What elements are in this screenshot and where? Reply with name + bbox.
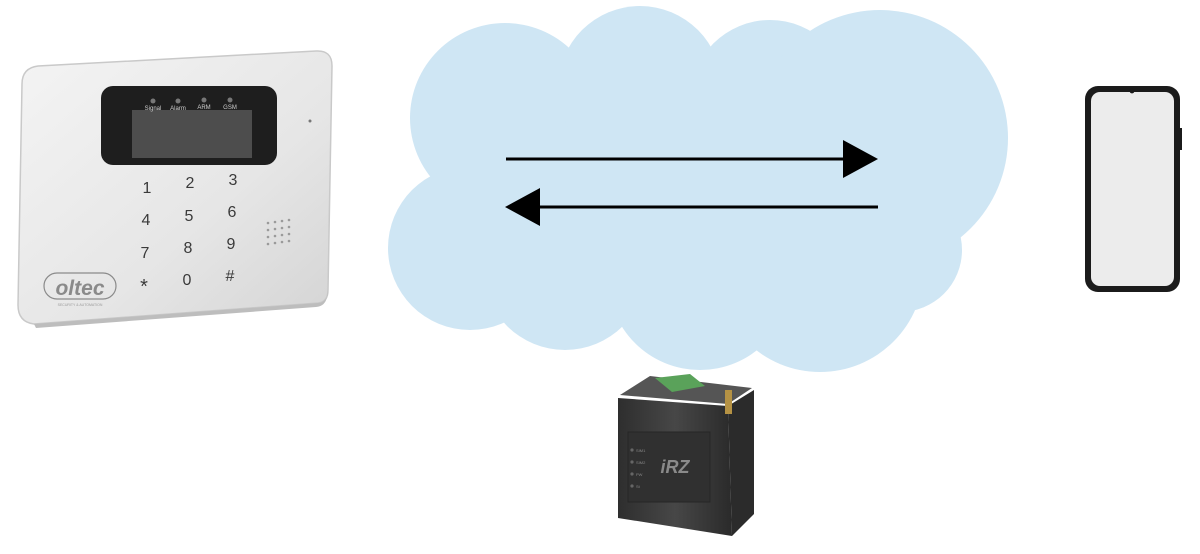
keypad-key: 2 [186, 175, 195, 192]
router-front-panel [627, 431, 711, 503]
arrow-right [506, 140, 878, 178]
router-antenna [725, 390, 732, 414]
alarm-control-panel: Signal Alarm ARM GSM 1 2 3 4 5 6 7 8 9 *… [17, 50, 333, 328]
cloud [388, 6, 1008, 372]
indicator-led [201, 97, 207, 103]
indicator-label: ARM [197, 105, 210, 111]
keypad-key: 6 [228, 204, 237, 221]
router-led-label: SIM1 [636, 448, 646, 453]
panel-edge-shadow [34, 290, 328, 328]
speaker-grille [266, 218, 291, 246]
phone-screen [1091, 92, 1174, 286]
router-leds: SIM1 SIM2 PW St [630, 448, 646, 489]
panel-keypad: 1 2 3 4 5 6 7 8 9 * 0 # [140, 172, 237, 298]
keypad-key: 9 [227, 236, 236, 253]
irz-router: SIM1 SIM2 PW St iRZ [618, 374, 754, 536]
indicator-label: Signal [145, 106, 162, 112]
keypad-key: 5 [185, 208, 194, 225]
router-terminal-block [655, 374, 705, 392]
cloud-shape [388, 6, 1008, 372]
phone-side-button [1180, 128, 1182, 150]
keypad-key: 1 [143, 180, 152, 197]
brand-logo-text: oltec [55, 277, 104, 300]
indicator-led [150, 98, 156, 104]
indicator-led [175, 98, 181, 104]
brand-tagline: SECURITY & AUTOMATION [58, 303, 103, 307]
keypad-key: 8 [184, 240, 193, 257]
panel-indicators: Signal Alarm ARM GSM [145, 97, 237, 112]
router-brand-logo: iRZ [661, 457, 691, 477]
panel-display-screen [132, 110, 252, 158]
arrow-left [505, 188, 878, 226]
indicator-label: Alarm [170, 106, 186, 112]
smartphone-icon [1085, 86, 1182, 292]
keypad-key: 7 [141, 245, 150, 262]
router-led-label: PW [636, 472, 643, 477]
panel-sensor-dot [308, 119, 312, 123]
phone-camera [1129, 88, 1135, 94]
keypad-key: 4 [142, 212, 151, 229]
router-top [620, 376, 752, 404]
router-led-label: St [636, 484, 641, 489]
router-led-label: SIM2 [636, 460, 646, 465]
router-side [728, 390, 754, 536]
keypad-key: * [140, 276, 148, 298]
indicator-led [227, 97, 233, 103]
keypad-key: 3 [229, 172, 238, 189]
keypad-key: 0 [183, 272, 192, 289]
indicator-label: GSM [223, 105, 237, 111]
keypad-key: # [226, 268, 235, 285]
oltec-logo: oltec SECURITY & AUTOMATION [43, 272, 117, 307]
